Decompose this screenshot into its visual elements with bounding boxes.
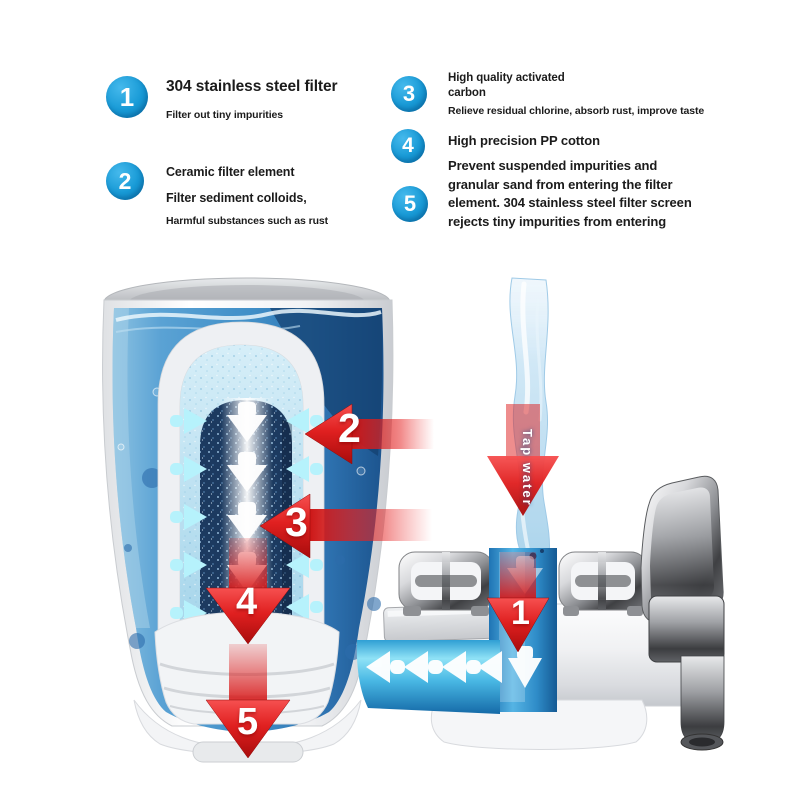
elbow-down-arrow-icon	[508, 646, 542, 688]
faucet-handle-face	[650, 487, 714, 610]
callout-5-body: Prevent suspended impurities and granula…	[448, 157, 692, 231]
callout-2-body-line2: Harmful substances such as rust	[166, 215, 329, 227]
callout-4-title: High precision PP cotton	[448, 133, 600, 148]
tap-water-label: Tap water	[520, 429, 535, 507]
callout-2-title: Ceramic filter element	[166, 165, 295, 179]
callout-5-body-line4: rejects tiny impurities from entering	[448, 213, 667, 229]
flow-arrow-step5	[205, 644, 291, 759]
step-badge-4: 4	[391, 129, 425, 163]
flow-arrow-step1	[486, 552, 550, 653]
callout-3-title-line1: High quality activated	[448, 72, 565, 84]
transfer-pipe	[356, 640, 500, 714]
callout-5-body-line1: Prevent suspended impurities and	[448, 158, 658, 173]
faucet-spout	[680, 655, 725, 745]
inward-flow-arrow-icons-right	[286, 408, 323, 620]
flow-step-1-label: 1	[511, 594, 530, 632]
spout-opening-inner	[689, 737, 715, 747]
flow-step-4-label: 4	[236, 581, 258, 623]
callout-3-title: High quality activated carbon	[448, 71, 565, 100]
faucet-valve-block	[648, 595, 725, 663]
callout-5-body-line3: element. 304 stainless steel filter scre…	[448, 195, 692, 211]
callout-3-body: Relieve residual chlorine, absorb rust, …	[448, 105, 705, 117]
tap-water-arrow-icon	[487, 404, 559, 516]
callout-2-body-line1: Filter sediment colloids,	[166, 191, 307, 205]
channel-bubble-2	[540, 549, 544, 553]
step-badge-2: 2	[106, 162, 144, 200]
flow-step-2-label: 2	[338, 405, 361, 451]
step-badge-3: 3	[391, 76, 427, 112]
flow-arrow-step3	[259, 493, 432, 559]
callout-1-body: Filter out tiny impurities	[166, 109, 283, 121]
left-flow-arrow-icons	[366, 651, 502, 683]
flow-step-5-label: 5	[237, 701, 259, 743]
clamp-left	[398, 551, 494, 616]
water-surface-crest	[115, 308, 382, 322]
callout-3-title-line2: carbon	[448, 86, 486, 99]
water-light-edge	[112, 308, 150, 628]
step-badge-5: 5	[392, 186, 428, 222]
clamp-right	[558, 551, 648, 616]
callout-5-body-line2: granular sand from entering the filter	[448, 176, 673, 192]
flow-step-3-label: 3	[285, 499, 308, 545]
callout-1-title: 304 stainless steel filter	[166, 78, 338, 95]
step-badge-1: 1	[106, 76, 148, 118]
faucet-assembly	[356, 475, 725, 751]
flow-arrow-step4	[205, 538, 291, 645]
flow-arrow-step2	[304, 403, 434, 465]
